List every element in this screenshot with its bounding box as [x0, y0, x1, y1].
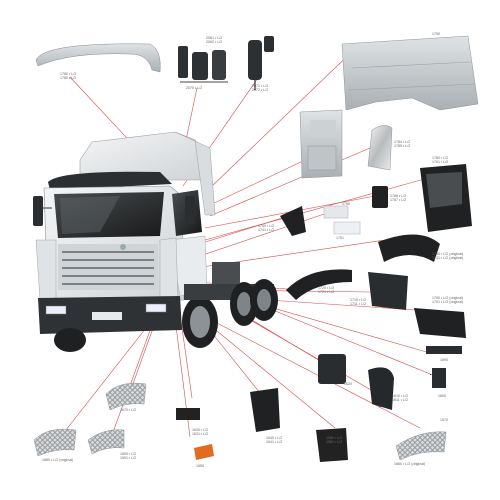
part-rear-square [430, 374, 431, 375]
part-side-skirt [414, 308, 466, 338]
label-corner-guard: 1620 [344, 382, 352, 386]
part-connector-plug [176, 408, 200, 420]
part-black-bracket-a [250, 388, 280, 432]
label-glass-plate: 1751 [336, 236, 344, 240]
part-lamp-housing-big [318, 354, 346, 384]
part-door-shell [420, 164, 472, 232]
part-sun-visor [35, 43, 161, 73]
part-black-clip [316, 428, 348, 462]
label-side-skirt: 1700 • L/2 (original)1701 • L/2 (origina… [432, 296, 464, 305]
part-mirror-set [178, 46, 228, 83]
part-grill-left-big [33, 428, 77, 457]
part-corner-deflector [367, 125, 393, 171]
part-step-cover [323, 205, 349, 219]
part-door-inner-panel [299, 109, 343, 179]
part-mount-bar [426, 346, 462, 354]
part-lamp-housing-mid [368, 367, 394, 410]
label-mount-bar: 1690 [440, 358, 448, 362]
label-step-cover: 1750 [342, 202, 350, 206]
part-fender-long [286, 269, 352, 300]
part-grill-left-small [105, 382, 147, 411]
label-lamp-housing-big: 1660 • L/2 (original) [394, 462, 426, 466]
part-fender-arc [378, 234, 440, 262]
part-small-bracket [372, 186, 388, 208]
label-cab-roof: 1790 [432, 32, 440, 36]
label-lamp-housing-mid: 1670 • L/2 [120, 408, 137, 412]
truck-illustration [33, 131, 278, 352]
label-small-plate: 1600 [438, 394, 446, 398]
part-grill-right [395, 431, 447, 461]
part-mirror-cap [280, 206, 306, 236]
label-connector-plug: 1650 [196, 464, 204, 468]
part-grill-mid [87, 429, 125, 455]
label-fender-arc: 1730 • L/2 (original)1731 • L/2 (origina… [432, 252, 464, 261]
part-mudflap-box [368, 272, 408, 310]
part-round-cover [379, 405, 381, 407]
part-small-plate [434, 368, 435, 369]
part-mirror-wide [248, 36, 274, 90]
label-mirror-pair-small: 2070 • L/2 [186, 86, 203, 90]
part-cab-roof [341, 35, 479, 111]
label-lamp-housing-left: 1680 • L/2 (original) [42, 458, 74, 462]
part-orange-connector [194, 444, 214, 460]
part-glass-plate [333, 221, 361, 235]
label-rear-square: 1570 [440, 418, 448, 422]
part-corner-guard [432, 368, 446, 388]
